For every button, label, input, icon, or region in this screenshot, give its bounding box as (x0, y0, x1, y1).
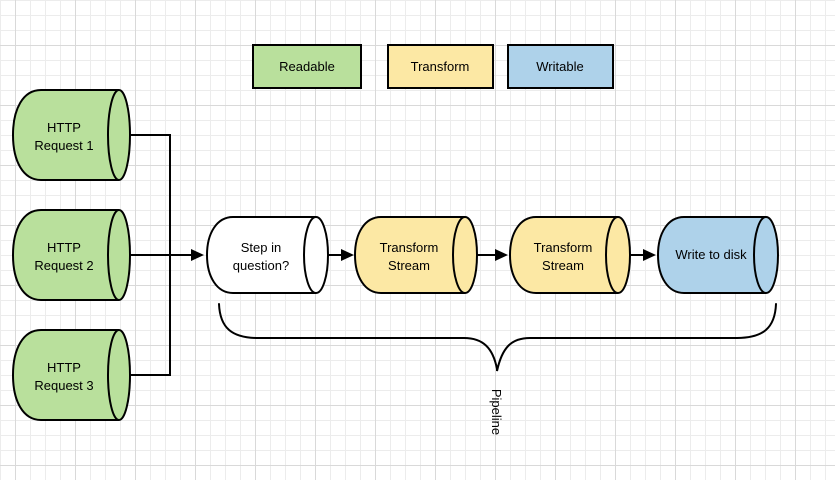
connector-request3-to-junction[interactable] (130, 255, 171, 376)
cylinder-body (353, 216, 478, 294)
cylinder-transform-stream-1[interactable]: Transform Stream (353, 216, 478, 294)
cylinder-body (656, 216, 779, 294)
cylinder-label-line1: Step in (241, 240, 281, 255)
cylinder-label-line2: Request 1 (34, 138, 93, 153)
pipeline-brace-label: Pipeline (489, 389, 504, 435)
cylinder-cap (107, 89, 120, 181)
cylinder-cap (303, 216, 317, 294)
legend-transform[interactable]: Transform (387, 44, 494, 89)
legend-writable-label: Writable (536, 59, 583, 74)
legend: Readable Transform Writable (252, 44, 614, 89)
legend-readable[interactable]: Readable (252, 44, 362, 89)
connector-junction-to-step[interactable] (130, 249, 204, 261)
cylinder-body (11, 89, 131, 181)
brace-curve (218, 303, 777, 372)
pipeline-brace[interactable]: Pipeline (218, 303, 777, 435)
cylinder-label-line1: HTTP (47, 240, 81, 255)
legend-writable-box (507, 44, 614, 89)
cylinder-label-line2: Request 2 (34, 258, 93, 273)
cylinder-cap (107, 329, 120, 421)
cylinder-http-request-3[interactable]: HTTP Request 3 (11, 329, 131, 421)
cylinder-cap (107, 209, 120, 301)
cylinder-label-line2: Stream (388, 258, 430, 273)
connector-transform1-to-transform2[interactable] (477, 249, 508, 261)
cylinder-label-line1: HTTP (47, 360, 81, 375)
arrowhead-icon (191, 249, 204, 261)
cylinder-http-request-2[interactable]: HTTP Request 2 (11, 209, 131, 301)
cylinder-write-to-disk[interactable]: Write to disk (656, 216, 779, 294)
legend-transform-label: Transform (411, 59, 470, 74)
cylinder-label-line1: Transform (534, 240, 593, 255)
cylinder-label-line2: question? (233, 258, 289, 273)
legend-readable-label: Readable (279, 59, 335, 74)
cylinder-label-line1: Transform (380, 240, 439, 255)
connector-transform2-to-write[interactable] (630, 249, 656, 261)
cylinder-transform-stream-2[interactable]: Transform Stream (508, 216, 631, 294)
legend-transform-box (387, 44, 494, 89)
cylinder-body (11, 329, 131, 421)
cylinder-http-request-1[interactable]: HTTP Request 1 (11, 89, 131, 181)
cylinder-body (11, 209, 131, 301)
connector-step-to-transform1[interactable] (328, 249, 354, 261)
cylinder-label-line1: HTTP (47, 120, 81, 135)
cylinder-step-in-question[interactable]: Step in question? (205, 216, 329, 294)
connector-request1-to-junction[interactable] (130, 134, 171, 255)
cylinder-body (508, 216, 631, 294)
cylinder-cap (753, 216, 767, 294)
arrowhead-icon (341, 249, 354, 261)
legend-writable[interactable]: Writable (507, 44, 614, 89)
arrowhead-icon (643, 249, 656, 261)
legend-readable-box (252, 44, 362, 89)
cylinder-cap (452, 216, 466, 294)
cylinder-label-line1: Write to disk (675, 247, 747, 262)
arrowhead-icon (495, 249, 508, 261)
cylinder-label-line2: Stream (542, 258, 584, 273)
cylinder-cap (605, 216, 619, 294)
cylinder-label-line2: Request 3 (34, 378, 93, 393)
cylinder-body (205, 216, 329, 294)
